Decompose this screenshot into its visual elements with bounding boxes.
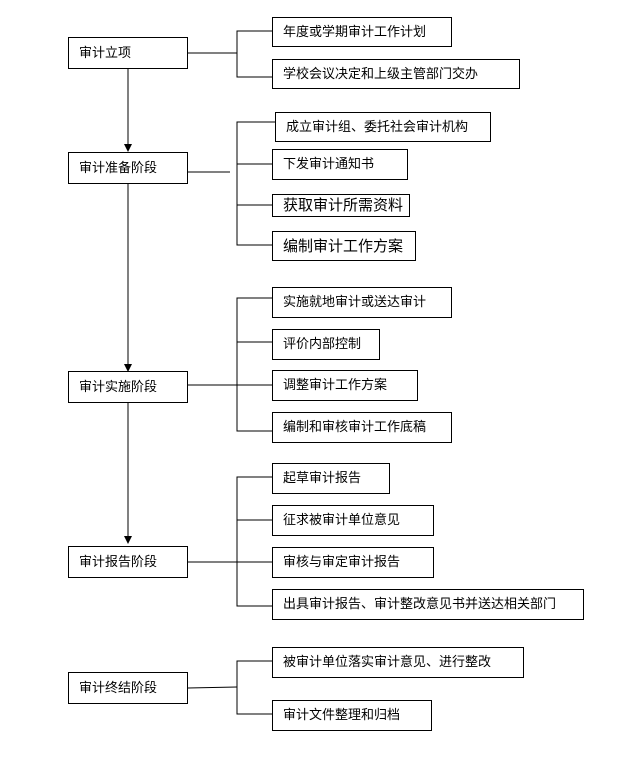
stage-box-audit-report: 审计报告阶段 — [68, 546, 188, 578]
step-box: 下发审计通知书 — [272, 149, 408, 180]
step-box: 调整审计工作方案 — [272, 370, 418, 401]
step-box: 征求被审计单位意见 — [272, 505, 434, 536]
stage-box-audit-initiation: 审计立项 — [68, 37, 188, 69]
stage-box-audit-preparation: 审计准备阶段 — [68, 152, 188, 184]
step-box: 编制和审核审计工作底稿 — [272, 412, 452, 443]
step-box: 审核与审定审计报告 — [272, 547, 434, 578]
step-box: 出具审计报告、审计整改意见书并送达相关部门 — [272, 589, 584, 620]
stage-box-audit-implementation: 审计实施阶段 — [68, 371, 188, 403]
step-box: 起草审计报告 — [272, 463, 390, 494]
step-box: 成立审计组、委托社会审计机构 — [275, 112, 491, 142]
step-box: 编制审计工作方案 — [272, 231, 416, 261]
step-box: 实施就地审计或送达审计 — [272, 287, 452, 318]
step-box: 获取审计所需资料 — [272, 194, 410, 217]
step-box: 年度或学期审计工作计划 — [272, 17, 452, 47]
step-box: 被审计单位落实审计意见、进行整改 — [272, 647, 524, 678]
step-box: 审计文件整理和归档 — [272, 700, 432, 731]
step-box: 学校会议决定和上级主管部门交办 — [272, 59, 520, 89]
step-box: 评价内部控制 — [272, 329, 380, 360]
stage-box-audit-conclusion: 审计终结阶段 — [68, 672, 188, 704]
